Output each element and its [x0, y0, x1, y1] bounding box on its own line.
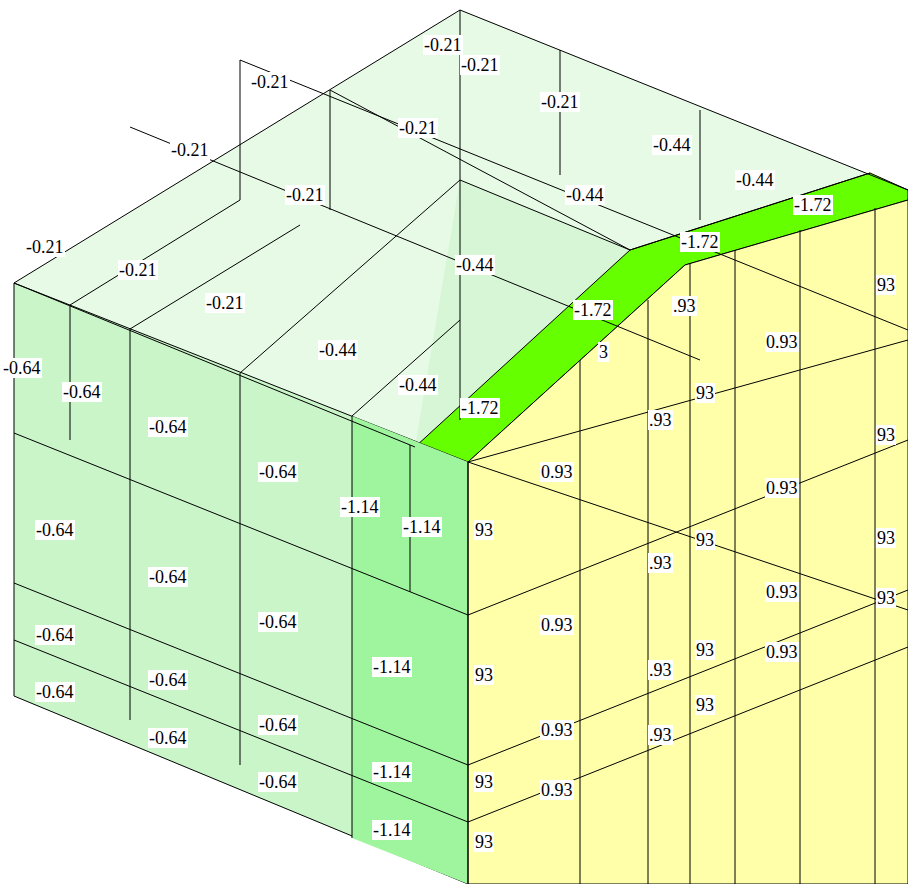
pressure-coefficient: -0.21	[285, 185, 325, 205]
pressure-coefficient: 0.93	[765, 332, 799, 352]
pressure-coefficient: -0.44	[318, 340, 358, 360]
pressure-coefficient: 93	[695, 640, 715, 660]
pressure-coefficient: 93	[876, 588, 896, 608]
pressure-coefficient: -0.64	[258, 462, 298, 482]
pressure-coefficient: -0.21	[540, 92, 580, 112]
pressure-coefficient: -0.44	[652, 135, 692, 155]
pressure-coefficient: -1.14	[340, 497, 380, 517]
pressure-coefficient: -1.14	[372, 762, 412, 782]
pressure-coefficient: -0.21	[205, 293, 245, 313]
pressure-coefficient: 3	[598, 342, 609, 362]
pressure-coefficient: -1.72	[680, 232, 720, 252]
pressure-coefficient: -0.21	[118, 260, 158, 280]
pressure-coefficient: -0.21	[460, 55, 500, 75]
pressure-coefficient: -0.44	[565, 185, 605, 205]
pressure-coefficient: 0.93	[540, 615, 574, 635]
pressure-coefficient: -1.14	[372, 657, 412, 677]
pressure-coefficient: -0.64	[35, 520, 75, 540]
pressure-coefficient: -0.64	[35, 625, 75, 645]
pressure-coefficient: -0.21	[250, 72, 290, 92]
pressure-coefficient: -0.21	[398, 118, 438, 138]
pressure-coefficient: -0.64	[258, 612, 298, 632]
pressure-coefficient: 93	[695, 695, 715, 715]
pressure-coefficient: -0.64	[148, 567, 188, 587]
pressure-coefficient: -0.64	[148, 417, 188, 437]
wall-corner-zone	[352, 416, 468, 884]
pressure-coefficient: 93	[695, 530, 715, 550]
pressure-coefficient: -0.44	[455, 255, 495, 275]
pressure-coefficient: -0.64	[148, 728, 188, 748]
pressure-coefficient: -1.72	[793, 195, 833, 215]
pressure-coefficient: 0.93	[540, 780, 574, 800]
pressure-coefficient: -0.64	[258, 715, 298, 735]
pressure-coefficient: -0.21	[423, 35, 463, 55]
pressure-coefficient: -0.44	[735, 170, 775, 190]
pressure-coefficient: 0.93	[765, 478, 799, 498]
right-wall	[468, 200, 908, 884]
pressure-coefficient: .93	[672, 296, 697, 316]
pressure-coefficient: 0.93	[540, 462, 574, 482]
pressure-coefficient: 93	[876, 425, 896, 445]
pressure-coefficient: 0.93	[540, 720, 574, 740]
pressure-coefficient: 0.93	[765, 642, 799, 662]
pressure-coefficient: 93	[695, 383, 715, 403]
pressure-coefficient: -0.21	[170, 140, 210, 160]
pressure-coefficient: 0.93	[765, 582, 799, 602]
pressure-coefficient: -0.64	[35, 682, 75, 702]
pressure-coefficient: .93	[648, 553, 673, 573]
pressure-coefficient: 93	[876, 528, 896, 548]
pressure-coefficient: 93	[474, 665, 494, 685]
grid-lines	[14, 10, 908, 884]
pressure-coefficient: -0.64	[148, 670, 188, 690]
pressure-coefficient: 93	[876, 275, 896, 295]
pressure-coefficient: -1.72	[460, 398, 500, 418]
pressure-coefficient: 93	[474, 832, 494, 852]
pressure-coefficient: -1.14	[402, 517, 442, 537]
left-wall	[14, 283, 468, 884]
pressure-coefficient: .93	[648, 410, 673, 430]
pressure-coefficient: 93	[474, 520, 494, 540]
pressure-coefficient: .93	[648, 725, 673, 745]
pressure-coefficient: 93	[474, 772, 494, 792]
pressure-coefficient: -0.44	[398, 375, 438, 395]
pressure-coefficient: .93	[648, 660, 673, 680]
pressure-coefficient: -0.64	[62, 382, 102, 402]
pressure-coefficient: -1.72	[573, 300, 613, 320]
pressure-coefficient: -1.14	[372, 820, 412, 840]
pressure-coefficient: -0.64	[2, 358, 42, 378]
pressure-coefficient: -0.64	[258, 772, 298, 792]
pressure-coefficient: -0.21	[25, 237, 65, 257]
